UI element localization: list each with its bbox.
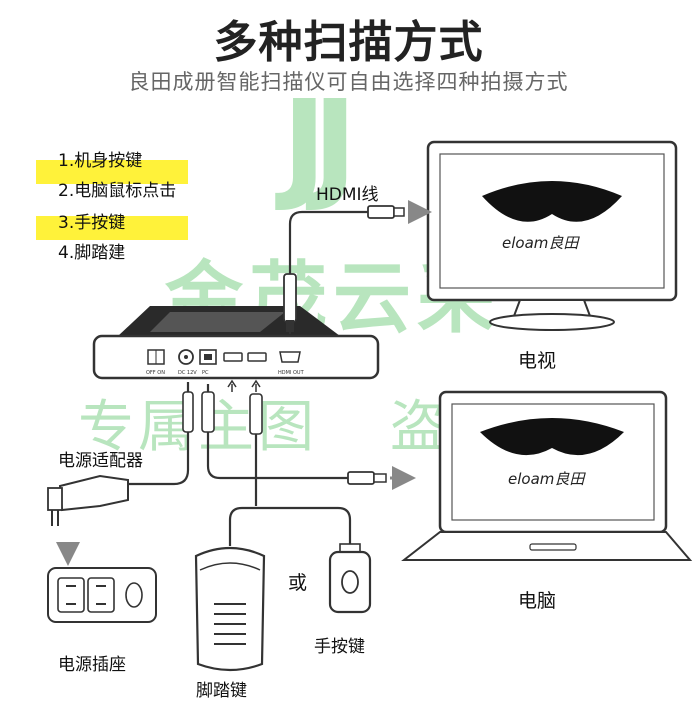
mode-highlight-1 [36,160,188,184]
power-socket [47,567,157,623]
power-cable [128,382,194,486]
mode-highlight-3 [36,216,188,240]
foot-pedal [194,546,266,672]
power-adapter [47,474,129,566]
port-label-hdmi: HDMI OUT [278,370,305,376]
port-label-switch: OFF ON [146,370,165,376]
page-title: 多种扫描方式 [213,17,484,68]
laptop-computer [401,390,693,561]
mode-item-3: 3.手按键 [58,213,126,233]
hdmi-cable [283,200,432,334]
port-label-pc: PC [202,370,209,376]
usb-a-port-icon [247,352,267,362]
or-label: 或 [288,572,308,594]
hdmi-port-icon [279,351,301,363]
hdmi-cable-label: HDMI线 [316,185,379,205]
computer-label: 电脑 [518,590,557,612]
tv-monitor [426,140,678,331]
mode-item-4: 4.脚踏建 [58,243,126,263]
laptop-brand-logo-icon [480,418,624,456]
power-socket-label: 电源插座 [58,655,126,675]
hand-button [328,543,372,614]
power-adapter-label: 电源适配器 [58,451,143,471]
page-subtitle: 良田成册智能扫描仪可自由选择四种拍摄方式 [128,70,569,94]
port-label-dc: DC 12V [178,370,197,376]
watermark-line2: 专属主图 [78,395,318,460]
hand-button-label: 手按键 [314,637,365,657]
usb-pc-cable [201,384,416,490]
tv-label: 电视 [518,350,557,372]
foot-pedal-label: 脚踏键 [196,681,247,701]
mode-item-1: 1.机身按键 [58,151,143,171]
mode-item-2: 2.电脑鼠标点击 [58,181,177,201]
usb-a-port-icon [223,352,243,362]
trigger-cable [228,393,352,546]
tv-brand-text: eloam良田 [502,234,580,252]
tv-brand-logo-icon [482,181,622,222]
laptop-brand-text: eloam良田 [508,470,586,488]
scanner-device: OFF ON DC 12V PC HDMI OUT [92,306,380,392]
